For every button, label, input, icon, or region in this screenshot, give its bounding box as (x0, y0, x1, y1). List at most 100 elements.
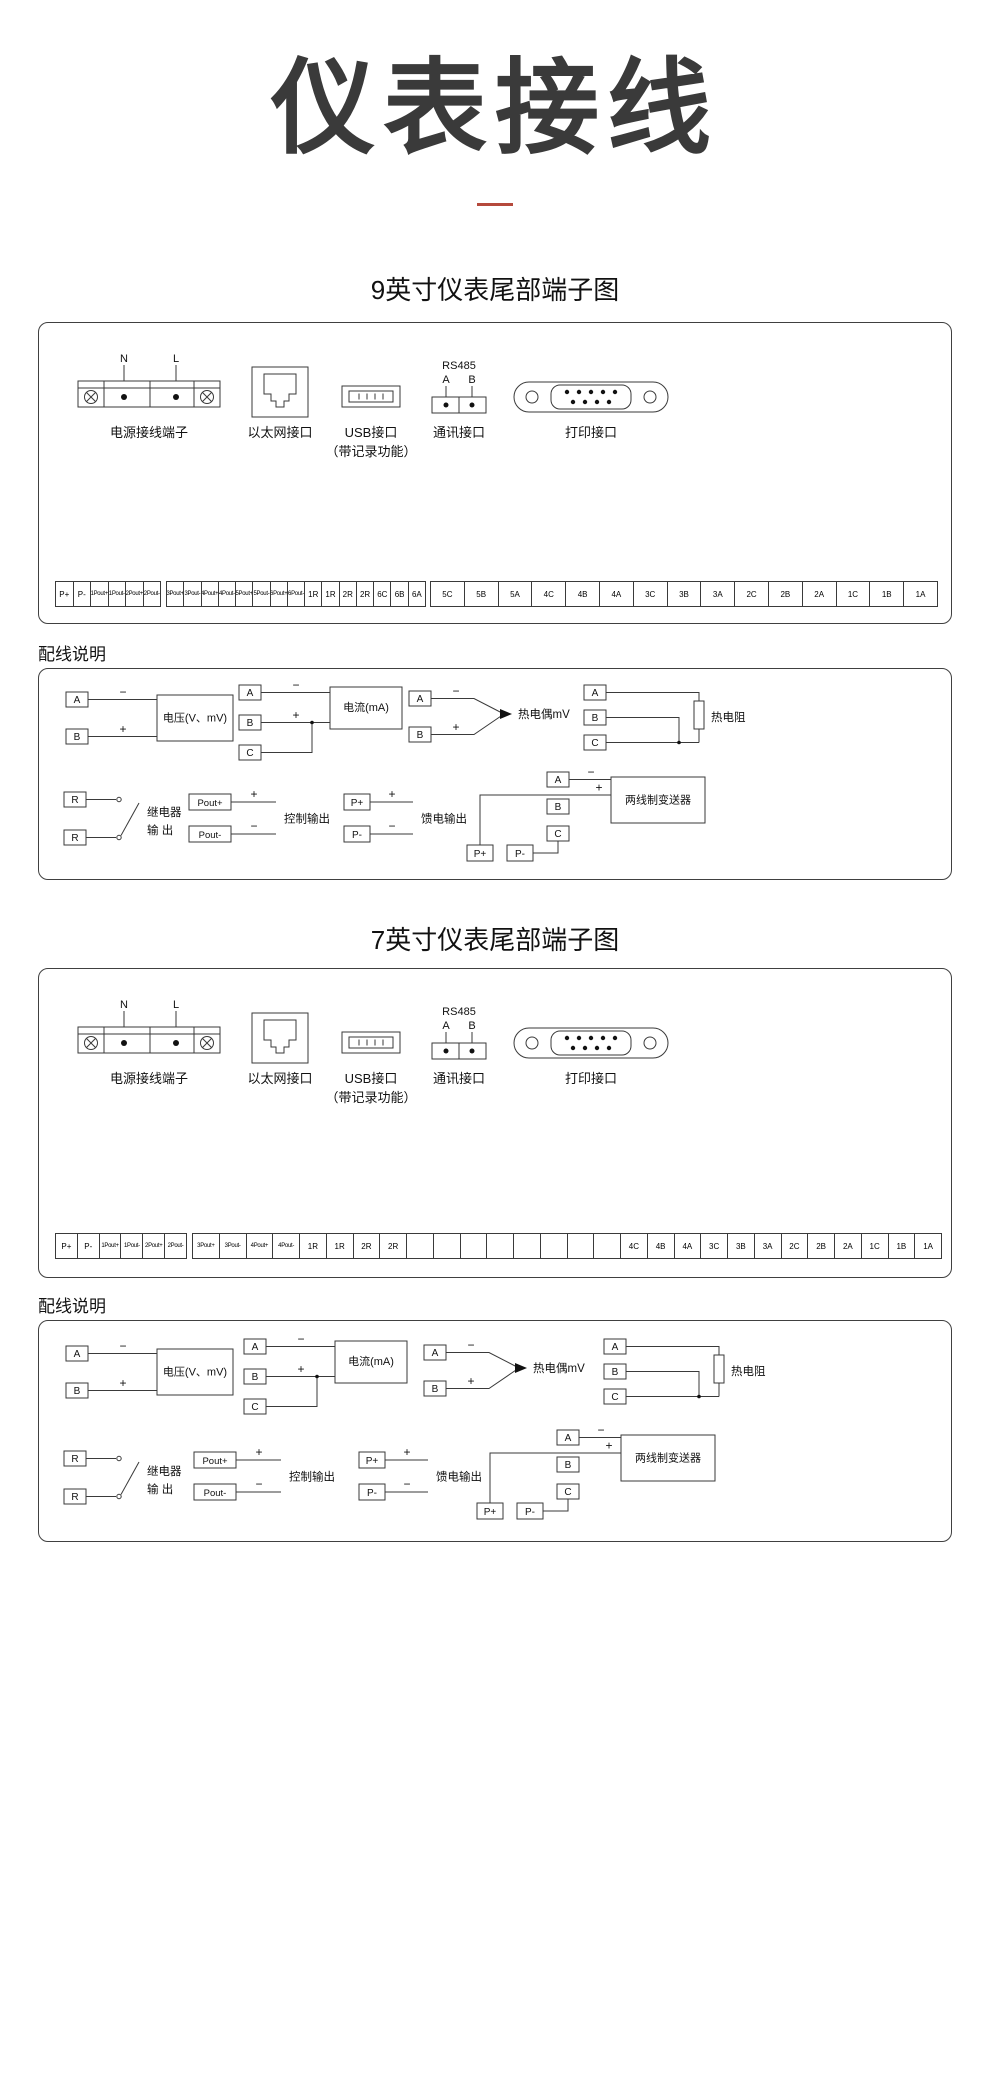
thermocouple-wiring-diagram: A B − + 热电偶mV (423, 1338, 585, 1397)
terminal-pout-minus: Pout- (199, 830, 222, 841)
terminal-cell: 2R (354, 1234, 381, 1258)
plus-sign: + (388, 787, 395, 801)
rs485-a-label: A (442, 1020, 450, 1032)
terminal-cell: 1R (300, 1234, 327, 1258)
terminal-cell: 2Pout- (143, 591, 160, 597)
terminal-a: A (592, 688, 599, 699)
current-label: 电流(mA) (343, 700, 389, 714)
plus-sign: + (297, 1362, 304, 1376)
terminal-cell: 1C (837, 582, 871, 606)
terminal-a: A (74, 1349, 81, 1360)
terminal-r: R (71, 1492, 78, 1503)
minus-sign: − (119, 685, 126, 699)
minus-sign: − (587, 765, 594, 779)
printer-port-label: 打印接口 (564, 1071, 617, 1086)
rtd-wiring-diagram: A B C 热电阻 (583, 684, 746, 751)
ethernet-port: 以太网接口 (235, 983, 325, 1089)
terminal-b: B (612, 1367, 619, 1378)
terminal-a: A (565, 1433, 572, 1444)
terminal-cell: 4Pout+ (202, 582, 219, 606)
terminal-cell: 2A (835, 1234, 862, 1258)
terminal-cell: 4C (621, 1234, 648, 1258)
terminal-cell: 1Pout- (109, 582, 126, 606)
minus-sign: − (255, 1477, 262, 1491)
rs485-port-label: 通讯接口 (432, 425, 485, 440)
relay-label-line2: 输 出 (147, 823, 173, 837)
terminal-p-plus: P+ (474, 849, 487, 860)
rs485-title: RS485 (442, 1006, 476, 1018)
rs485-port-drawing: RS485 A B (414, 337, 504, 419)
relay-label-line1: 继电器 (147, 1465, 182, 1478)
feed-output-label: 馈电输出 (436, 1470, 482, 1484)
terminal-cell: 6C (374, 582, 392, 606)
terminal-p-plus: P+ (484, 1507, 497, 1518)
terminal-a: A (417, 694, 424, 705)
terminal-p-plus: P+ (351, 798, 364, 809)
ethernet-port-label: 以太网接口 (247, 1071, 313, 1086)
usb-port-sublabel: （带记录功能） (325, 443, 417, 459)
terminal-cell: P+ (56, 582, 74, 606)
current-label: 电流(mA) (348, 1354, 394, 1368)
minus-sign: − (292, 678, 299, 692)
power-l-label: L (173, 353, 179, 365)
thermocouple-label: 热电偶mV (533, 1362, 585, 1375)
control-output-label: 控制输出 (284, 812, 330, 826)
terminal-cell: 2C (735, 582, 769, 606)
power-terminal-icon: N L (77, 353, 221, 408)
current-wiring-diagram: A B C − + 电流(mA) (238, 678, 403, 761)
printer-port: 打印接口 (506, 983, 676, 1089)
rs485-port-label: 通讯接口 (432, 1071, 485, 1086)
terminal-cell: 1R (322, 582, 340, 606)
voltage-wiring-diagram: A B − + 电压(V、mV) (65, 685, 234, 745)
terminal-cell: 4Pout- (273, 1234, 300, 1258)
plus-sign: + (250, 787, 257, 801)
minus-sign: − (467, 1338, 474, 1352)
terminal-c: C (246, 748, 253, 759)
terminal-pout-plus: Pout+ (197, 798, 223, 809)
terminal-b: B (555, 802, 562, 813)
rs485-port: RS485 A B 通讯接口 (414, 983, 504, 1089)
terminal-b: B (74, 732, 81, 743)
terminal-cell: 5Pout- (253, 582, 271, 606)
terminal-cell: 4C (532, 582, 567, 606)
terminal-cell: 2R (380, 1234, 407, 1258)
terminal-p-minus: P- (367, 1488, 377, 1499)
power-terminal-icon: N L (77, 999, 221, 1054)
terminal-cell: 2A (803, 582, 837, 606)
terminal-cell: 5Pout+ (236, 582, 254, 606)
terminal-cell: 4B (566, 582, 600, 606)
terminal-b: B (74, 1386, 81, 1397)
minus-sign: − (250, 819, 257, 833)
ethernet-port-drawing (235, 337, 325, 419)
relay-wiring-diagram: R R 继电器 输 出 (63, 1450, 182, 1505)
terminal-a: A (432, 1348, 439, 1359)
terminal-cell: P- (74, 582, 91, 606)
minus-sign: − (297, 1332, 304, 1346)
terminal-cell: 4Pout+ (247, 1234, 274, 1258)
control-output-label: 控制输出 (289, 1470, 335, 1484)
power-terminal-drawing: N L (69, 983, 229, 1065)
terminal-cell: 3Pout+ (193, 1234, 220, 1258)
plus-sign: + (595, 781, 602, 795)
power-l-label: L (173, 999, 179, 1011)
power-n-label: N (120, 353, 128, 365)
terminal-cell: 2R (357, 582, 375, 606)
terminal-b: B (252, 1372, 259, 1383)
rs485-a-label: A (442, 374, 450, 386)
thermocouple-label: 热电偶mV (518, 708, 570, 721)
power-terminal-label: 电源接线端子 (109, 1071, 188, 1086)
terminal-cell: 1R (327, 1234, 354, 1258)
terminal-b: B (247, 718, 254, 729)
transmitter-label: 两线制变送器 (635, 1451, 701, 1465)
terminal-cell: 5C (431, 582, 465, 606)
rtd-wiring-diagram: A B C 热电阻 (603, 1338, 766, 1405)
voltage-label: 电压(V、mV) (163, 1366, 227, 1379)
minus-sign: − (388, 819, 395, 833)
terminal-b: B (592, 713, 599, 724)
terminal-cell: 2C (782, 1234, 809, 1258)
control-output-wiring-diagram: Pout+ Pout- + − 控制输出 (193, 1445, 335, 1501)
feed-output-wiring-diagram: P+ P- + − 馈电输出 (358, 1445, 482, 1501)
terminal-cell: 1Pout+ (100, 1234, 122, 1258)
